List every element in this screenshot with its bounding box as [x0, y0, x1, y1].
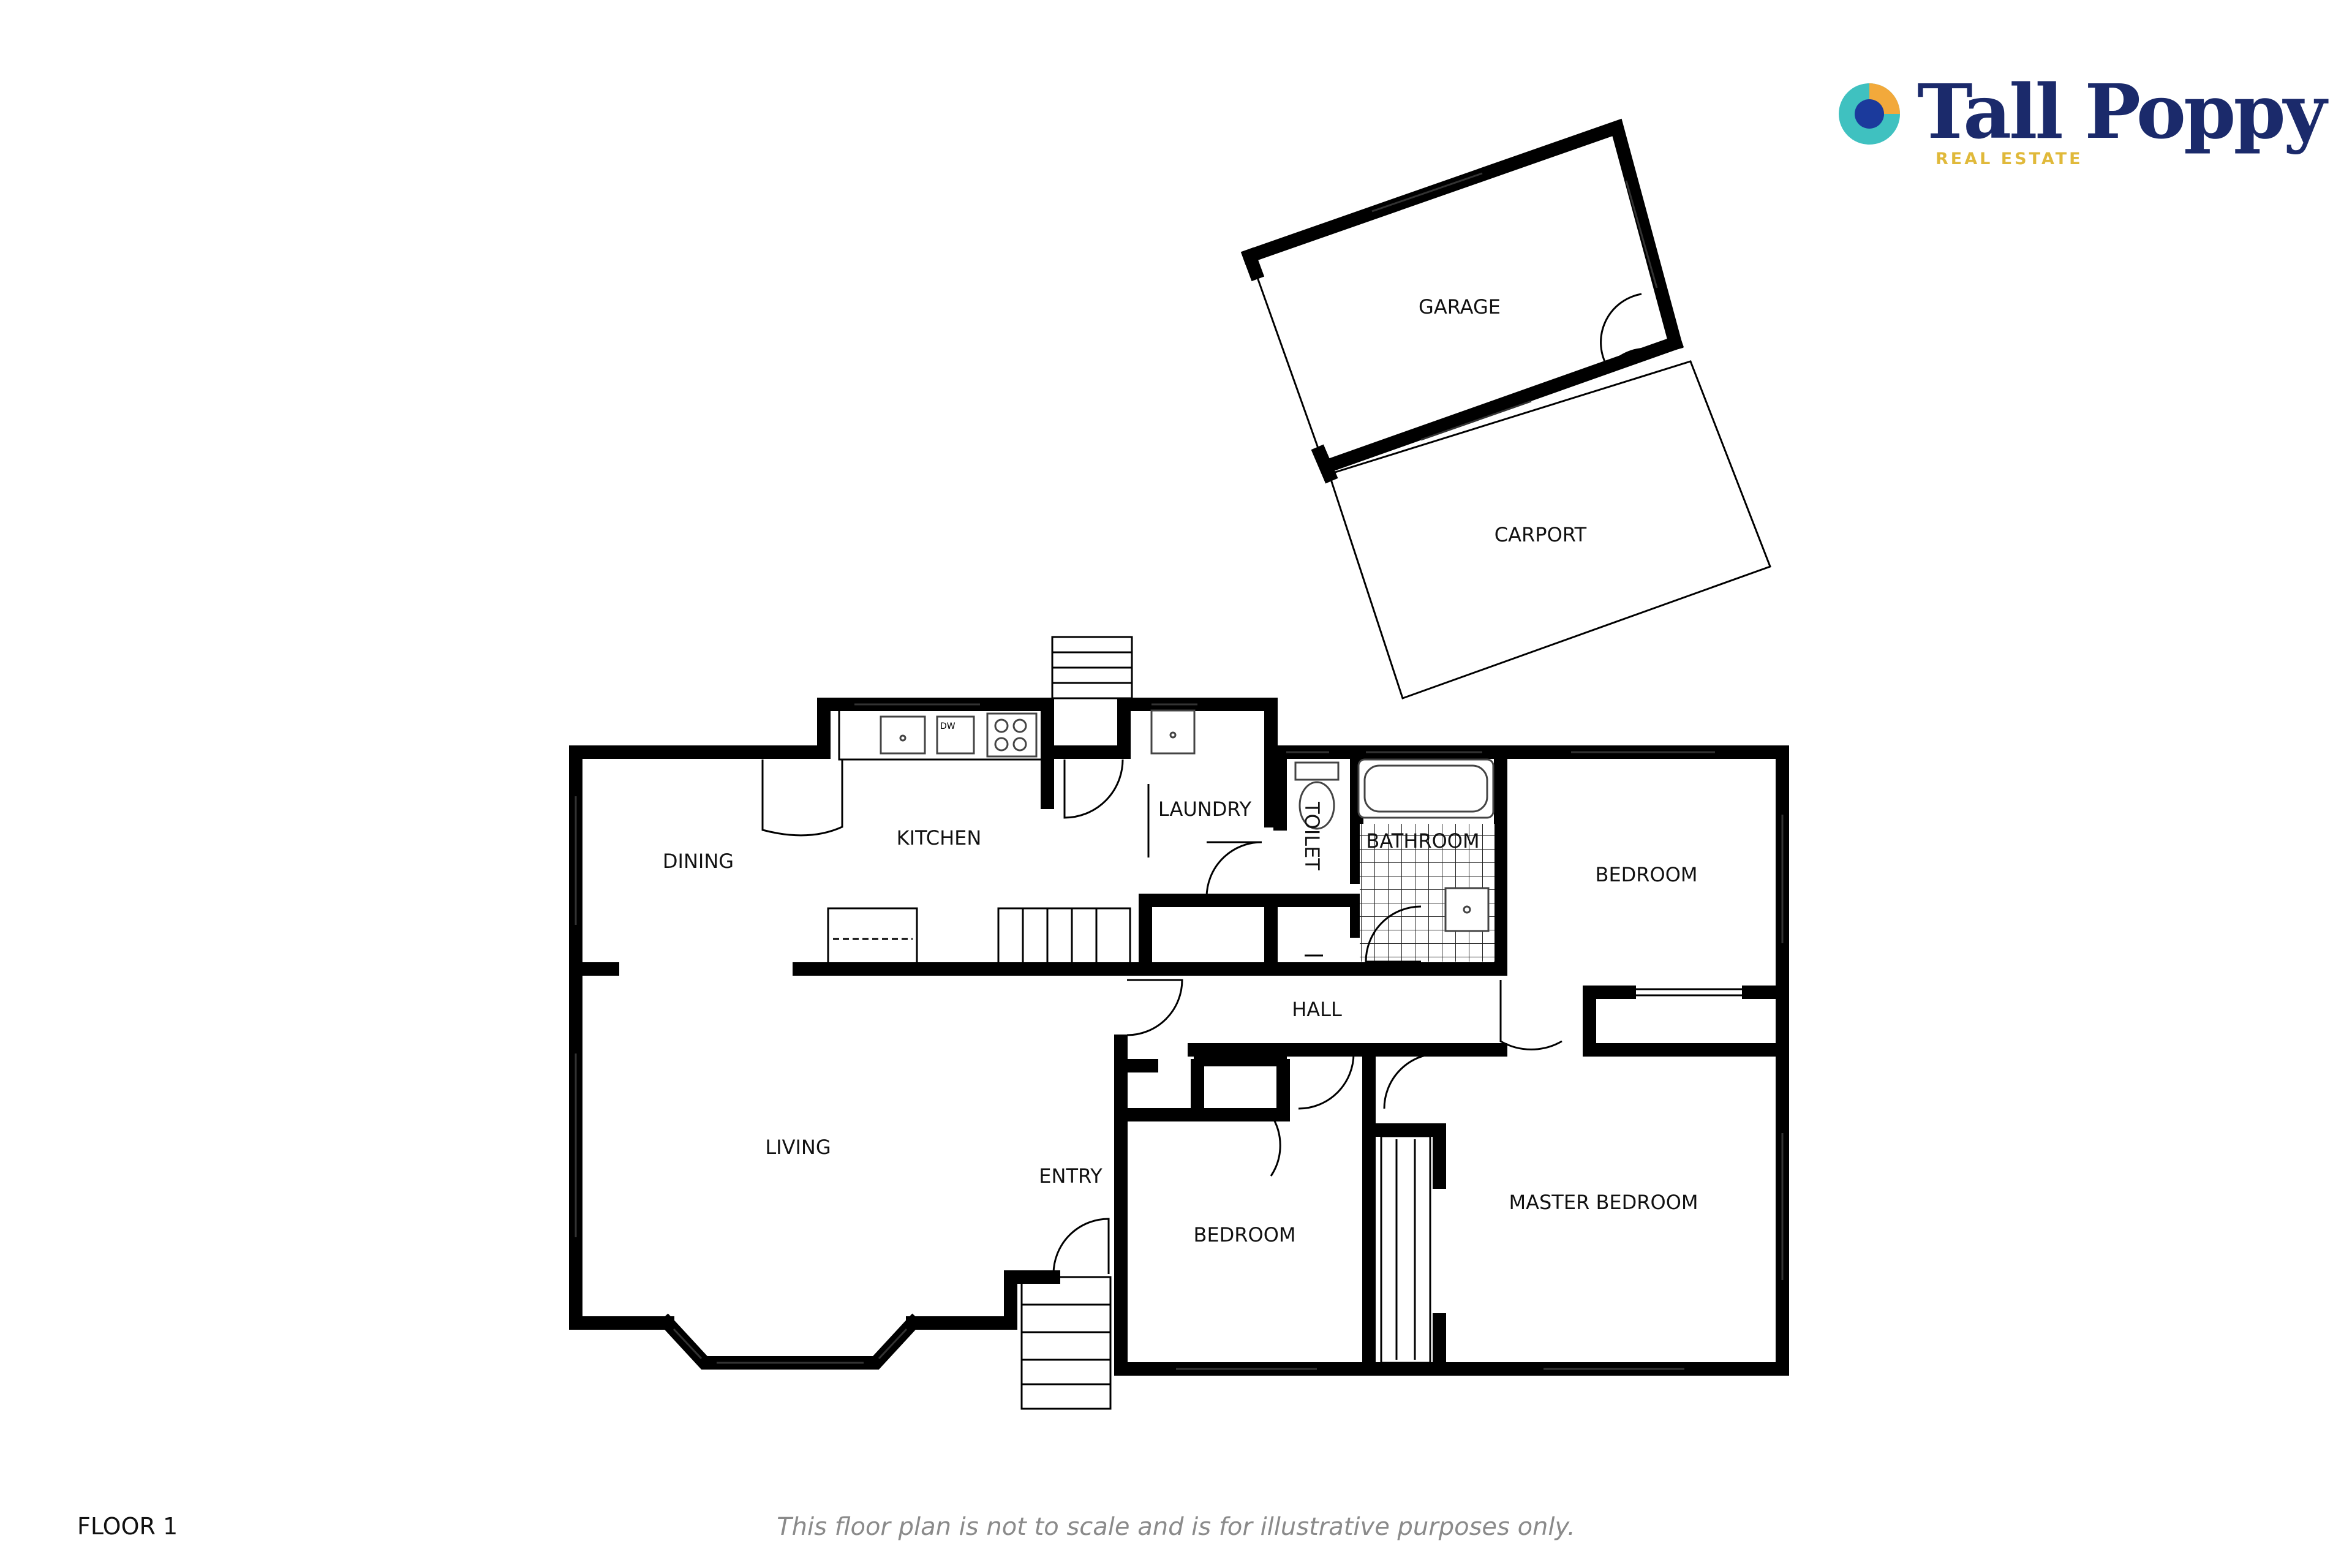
- dining-label: DINING: [663, 850, 734, 873]
- door-hall-linen: [1126, 979, 1183, 1036]
- wall-entry-step: [1004, 1270, 1060, 1330]
- bay-window-east: [878, 1328, 908, 1360]
- wall-west: [569, 745, 674, 1330]
- door-master: [1383, 1052, 1440, 1109]
- sink-drain: [899, 734, 907, 742]
- wall-robe-divider: [1368, 1123, 1446, 1189]
- door-bedroom-south: [1298, 1052, 1355, 1110]
- door-bedroom-east: [1499, 980, 1562, 1050]
- kitchen-bench: [838, 710, 1041, 761]
- brand-logo: Tall Poppy REAL ESTATE: [1838, 67, 2328, 178]
- carport-label: CARPORT: [1494, 523, 1587, 546]
- windows: [575, 703, 1784, 1370]
- vanity-drain: [1463, 905, 1471, 914]
- disclaimer-text: This floor plan is not to scale and is f…: [777, 1513, 1575, 1541]
- door-laundry-kitchen: [1063, 759, 1124, 819]
- wall-laundry-south: [1139, 894, 1363, 938]
- garage-window-north: [1371, 172, 1483, 213]
- dishwasher-label: DW: [940, 722, 956, 731]
- wall-bedroom-south-west: [1114, 1059, 1290, 1121]
- brand-tagline: REAL ESTATE: [1936, 149, 2083, 168]
- room-labels: KITCHEN DINING LAUNDRY TOILET BATHROOM B…: [663, 797, 1698, 1246]
- bay-window-west: [673, 1328, 703, 1360]
- master-robe: [1380, 1135, 1431, 1364]
- brand-name: Tall Poppy: [1917, 67, 2327, 156]
- wall-bed-robe: [1583, 986, 1636, 1048]
- master-bedroom-label: MASTER BEDROOM: [1509, 1191, 1698, 1214]
- dining-buffet: [827, 907, 918, 965]
- garage-door-opening: [1254, 272, 1321, 454]
- door-closet: [1216, 1114, 1281, 1177]
- burner: [994, 737, 1009, 752]
- toilet-label: TOILET: [1300, 801, 1324, 870]
- entry-steps: [1020, 1276, 1112, 1410]
- living-label: LIVING: [765, 1136, 831, 1159]
- dining-corner-cabinet: [761, 760, 843, 837]
- dishwasher: [936, 715, 975, 755]
- kitchen-storage: [997, 907, 1131, 965]
- door-bathroom: [1365, 905, 1422, 963]
- hall-label: HALL: [1292, 998, 1342, 1021]
- toilet-bowl: [1298, 781, 1335, 830]
- fixtures: DW: [761, 636, 1749, 1410]
- burner: [1012, 718, 1027, 733]
- doors: [1052, 759, 1562, 1275]
- floor-label: FLOOR 1: [77, 1513, 178, 1540]
- burner: [994, 718, 1009, 733]
- garage-wall-west-top: [1240, 247, 1265, 282]
- bay-window-frame: [658, 1313, 922, 1370]
- garage-wall-west-bottom: [1311, 444, 1338, 484]
- wall-north-dining: [569, 698, 1054, 809]
- kitchen-label: KITCHEN: [897, 826, 982, 850]
- entry-label: ENTRY: [1039, 1164, 1102, 1188]
- cooktop: [986, 712, 1038, 758]
- bedroom-east-label: BEDROOM: [1595, 863, 1697, 886]
- bathroom-label: BATHROOM: [1366, 829, 1479, 853]
- carport-outline: [1328, 360, 1771, 699]
- garage-wall: [1240, 118, 1684, 352]
- poppy-logo-icon: [1839, 83, 1900, 145]
- toilet-cistern: [1294, 761, 1340, 781]
- garage-structure: GARAGE CARPORT: [1240, 118, 1771, 699]
- door-laundry-rear: [1205, 841, 1262, 898]
- burner: [1012, 737, 1027, 752]
- door-entry: [1052, 1218, 1110, 1275]
- garage-side-door: [1600, 293, 1657, 369]
- bathtub-inner: [1363, 764, 1488, 813]
- garage-window-south: [1420, 400, 1532, 441]
- bedroom-south-label: BEDROOM: [1193, 1223, 1295, 1246]
- garage-label: GARAGE: [1419, 295, 1501, 318]
- garage-window-east: [1625, 180, 1658, 288]
- laundry-label: LAUNDRY: [1158, 797, 1252, 821]
- tub-drain: [1169, 731, 1177, 739]
